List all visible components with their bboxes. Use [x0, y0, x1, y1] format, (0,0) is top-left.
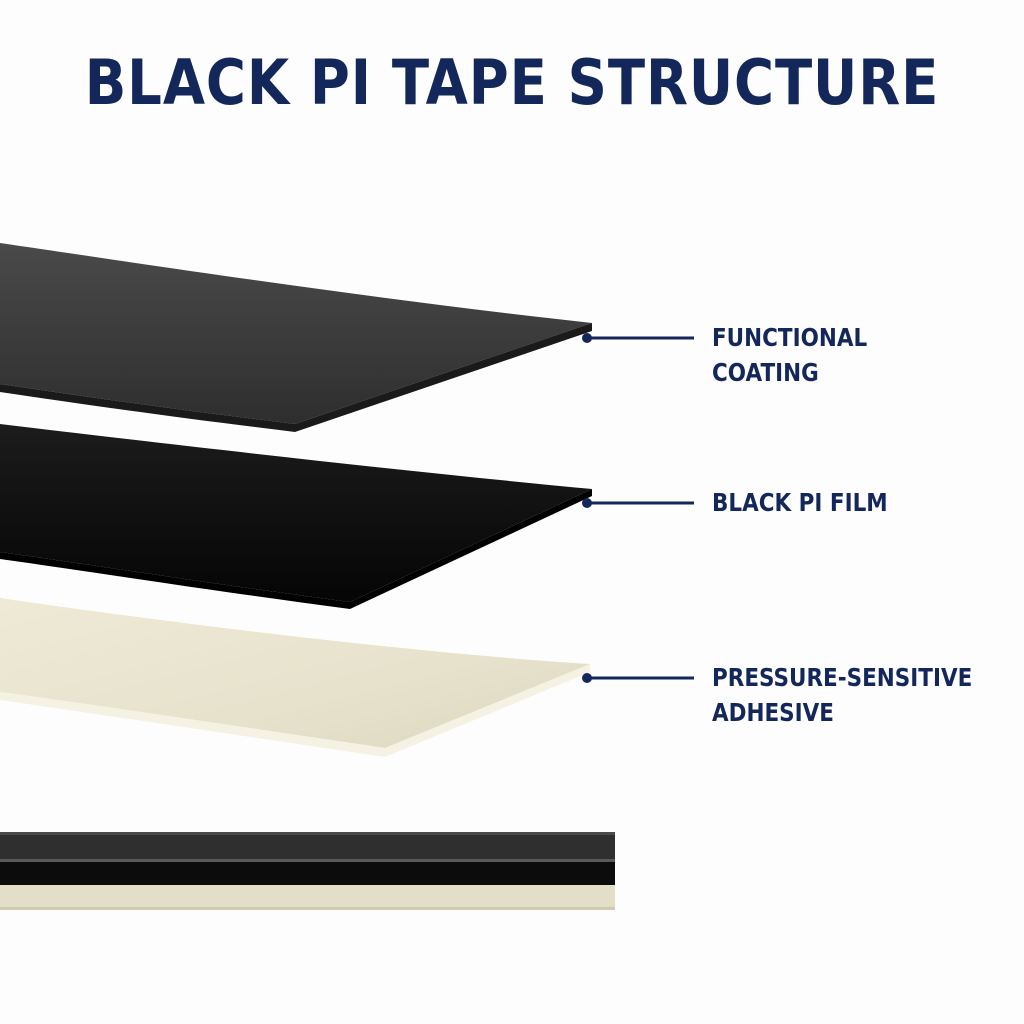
functional-coating-layer	[0, 243, 592, 432]
diagram-title: BLACK PI TAPE STRUCTURE	[84, 46, 940, 119]
leader-line-3	[582, 673, 694, 683]
black-pi-film-layer	[0, 424, 592, 609]
leader-line-1	[582, 333, 694, 343]
adhesive-label: PRESSURE-SENSITIVE ADHESIVE	[712, 663, 973, 727]
leader-line-2	[582, 498, 694, 508]
functional-coating-label: FUNCTIONAL COATING	[712, 323, 868, 387]
adhesive-layer	[0, 598, 590, 757]
stacked-tape-cross-section	[0, 832, 615, 910]
black-pi-film-label: BLACK PI FILM	[712, 488, 888, 517]
